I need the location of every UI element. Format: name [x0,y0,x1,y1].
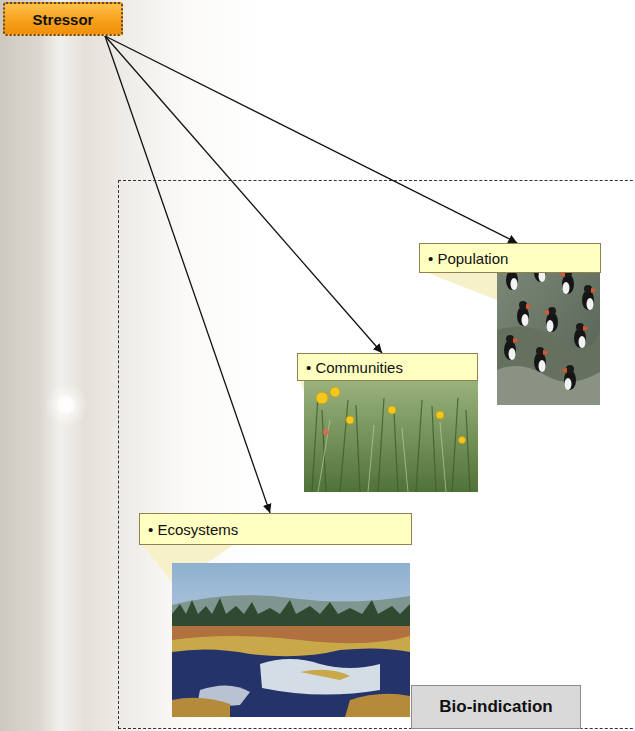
label-box: Bio-indication [411,685,581,729]
region-label: Bio-indication [439,697,552,717]
level-label: • Communities [298,359,411,376]
level-box: • Ecosystems [139,513,412,545]
arrow-connector [105,36,382,353]
level-label: • Population [420,250,516,267]
arrow-connector [105,36,517,243]
wetland-photo [172,563,410,717]
meadow-photo [304,380,478,492]
stressor-label: Stressor [33,11,94,28]
background-decoration [44,383,88,427]
level-box: • Population [419,243,601,273]
puffin-photo [497,258,600,405]
level-label: • Ecosystems [140,521,246,538]
arrow-connector [105,36,270,513]
level-box: • Communities [297,353,478,381]
bio-indication-region: • Population • Communities • EcosystemsBio… [118,180,635,729]
stressor-box: Stressor [3,2,123,36]
